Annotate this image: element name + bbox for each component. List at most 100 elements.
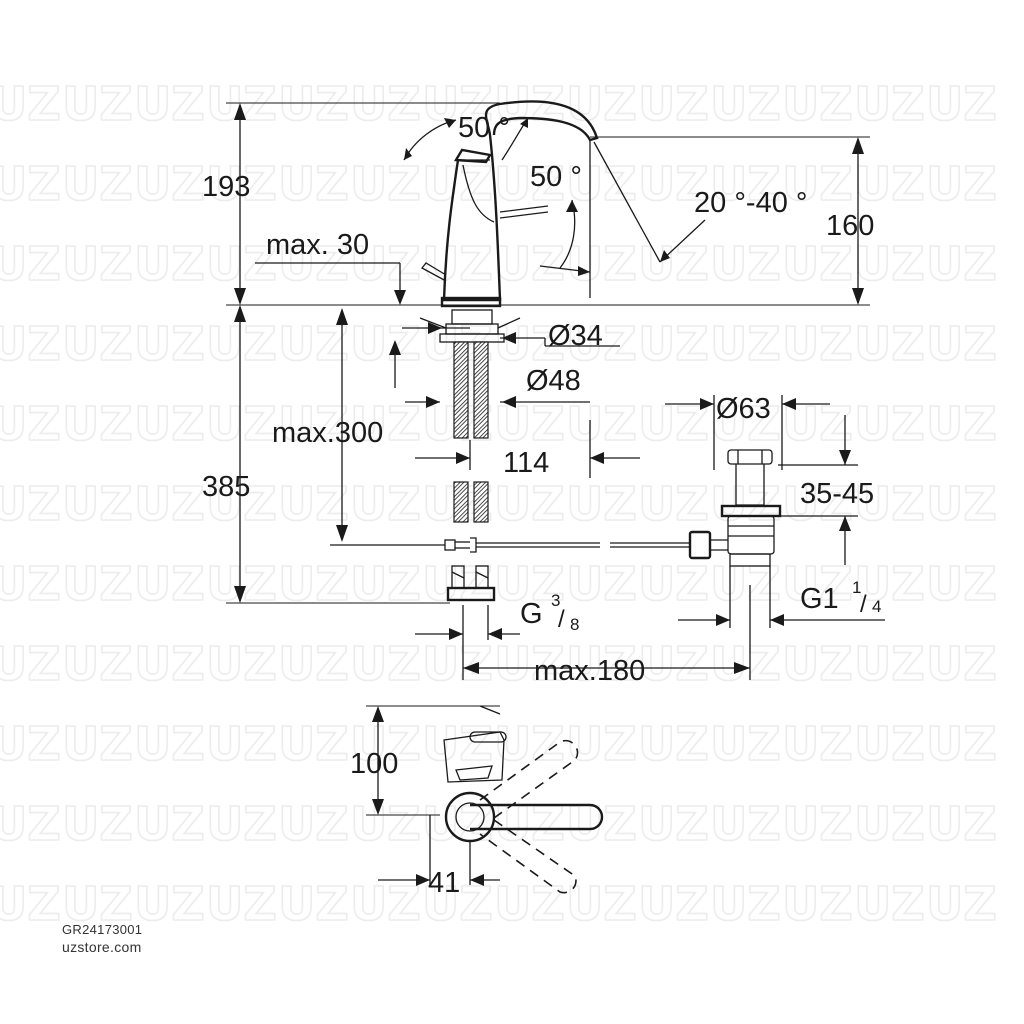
watermark-mark: UZ bbox=[566, 317, 637, 371]
watermark-mark: UZ bbox=[854, 877, 925, 931]
faucet-side-view bbox=[226, 100, 870, 308]
label-connection-main: G bbox=[520, 598, 543, 630]
watermark-mark: UZ bbox=[494, 157, 565, 211]
watermark-mark: UZ bbox=[350, 477, 421, 531]
watermark-mark: UZ bbox=[854, 477, 925, 531]
watermark-mark: UZ bbox=[638, 557, 709, 611]
watermark-mark: UZ bbox=[350, 157, 421, 211]
watermark-mark: UZ bbox=[494, 557, 565, 611]
watermark-mark: UZ bbox=[0, 797, 61, 851]
watermark-mark: UZ bbox=[854, 317, 925, 371]
watermark-mark: UZ bbox=[638, 77, 709, 131]
watermark-mark: UZ bbox=[0, 77, 61, 131]
label-base-to-waste: 114 bbox=[503, 447, 549, 479]
watermark-mark: UZ bbox=[134, 77, 205, 131]
watermark-mark: UZ bbox=[638, 877, 709, 931]
watermark-mark: UZ bbox=[206, 397, 277, 451]
watermark-mark: UZ bbox=[134, 717, 205, 771]
watermark-mark: UZ bbox=[206, 637, 277, 691]
label-connection-den: 8 bbox=[570, 615, 579, 634]
watermark-mark: UZ bbox=[710, 877, 781, 931]
watermark-mark: UZ bbox=[62, 317, 133, 371]
watermark-mark: UZ bbox=[0, 477, 61, 531]
watermark-mark: UZ bbox=[566, 77, 637, 131]
watermark-mark: UZ bbox=[926, 397, 997, 451]
watermark-mark: UZ bbox=[566, 557, 637, 611]
watermark-mark: UZ bbox=[0, 317, 61, 371]
label-spout-height: 160 bbox=[826, 210, 874, 242]
watermark-mark: UZ bbox=[278, 317, 349, 371]
watermark-mark: UZ bbox=[278, 877, 349, 931]
watermark-mark: UZ bbox=[710, 157, 781, 211]
watermark-mark: UZ bbox=[0, 157, 61, 211]
watermark-mark: UZ bbox=[278, 477, 349, 531]
store-link[interactable]: uzstore.com bbox=[62, 939, 142, 955]
watermark-mark: UZ bbox=[206, 317, 277, 371]
watermark-mark: UZ bbox=[62, 637, 133, 691]
label-waste-thread: G1 1 / 4 bbox=[800, 578, 881, 618]
watermark-mark: UZ bbox=[566, 717, 637, 771]
watermark-mark: UZ bbox=[350, 797, 421, 851]
watermark-mark: UZ bbox=[350, 397, 421, 451]
watermark-mark: UZ bbox=[566, 397, 637, 451]
watermark-mark: UZ bbox=[782, 77, 853, 131]
label-waste-adjust: 35-45 bbox=[800, 478, 874, 510]
watermark-mark: UZ bbox=[494, 637, 565, 691]
watermark-mark: UZ bbox=[854, 717, 925, 771]
faucet-top-view bbox=[366, 705, 604, 894]
watermark-mark: UZ bbox=[638, 637, 709, 691]
watermark-mark: UZ bbox=[638, 237, 709, 291]
watermark-mark: UZ bbox=[638, 397, 709, 451]
watermark-mark: UZ bbox=[0, 557, 61, 611]
watermark-mark: UZ bbox=[494, 717, 565, 771]
watermark-mark: UZ bbox=[278, 797, 349, 851]
watermark-mark: UZ bbox=[62, 717, 133, 771]
label-lever-angle-up: 50 ° bbox=[458, 112, 510, 144]
watermark-mark: UZ bbox=[926, 477, 997, 531]
watermark-mark: UZ bbox=[854, 557, 925, 611]
watermark-mark: UZ bbox=[62, 237, 133, 291]
watermark-mark: UZ bbox=[0, 877, 61, 931]
watermark-mark: UZ bbox=[206, 877, 277, 931]
watermark-mark: UZ bbox=[926, 317, 997, 371]
watermark-mark: UZ bbox=[926, 77, 997, 131]
label-total-height: 193 bbox=[202, 171, 250, 203]
label-top-view-offset: 41 bbox=[428, 867, 460, 899]
watermark-mark: UZ bbox=[782, 797, 853, 851]
watermark-mark: UZ bbox=[494, 877, 565, 931]
watermark-mark: UZ bbox=[134, 317, 205, 371]
watermark-mark: UZ bbox=[638, 477, 709, 531]
watermark-mark: UZ bbox=[0, 397, 61, 451]
watermark-mark: UZ bbox=[710, 397, 781, 451]
watermark-mark: UZ bbox=[0, 637, 61, 691]
watermark-mark: UZ bbox=[350, 77, 421, 131]
watermark-mark: UZ bbox=[62, 797, 133, 851]
watermark-mark: UZ bbox=[62, 397, 133, 451]
watermark-mark: UZ bbox=[62, 877, 133, 931]
watermark-mark: UZ bbox=[566, 157, 637, 211]
watermark-mark: UZ bbox=[782, 877, 853, 931]
watermark-mark: UZ bbox=[926, 877, 997, 931]
watermark-mark: UZ bbox=[206, 77, 277, 131]
watermark-mark: UZ bbox=[62, 157, 133, 211]
watermark-mark: UZ bbox=[710, 237, 781, 291]
watermark-mark: UZ bbox=[278, 397, 349, 451]
watermark-mark: UZ bbox=[566, 237, 637, 291]
watermark-mark: UZ bbox=[422, 877, 493, 931]
label-waste-head-diameter: Ø63 bbox=[716, 393, 771, 425]
watermark-mark: UZ bbox=[206, 157, 277, 211]
watermark-mark: UZ bbox=[134, 157, 205, 211]
label-connection-num: 3 bbox=[551, 591, 560, 610]
watermark-mark: UZ bbox=[350, 317, 421, 371]
label-below-deck: 385 bbox=[202, 471, 250, 503]
watermark-mark: UZ bbox=[350, 637, 421, 691]
watermark-mark: UZ bbox=[134, 397, 205, 451]
watermark-mark: UZ bbox=[782, 557, 853, 611]
label-top-view-depth: 100 bbox=[350, 748, 398, 780]
watermark-mark: UZ bbox=[926, 157, 997, 211]
watermark-mark: UZ bbox=[134, 557, 205, 611]
watermark-mark: UZ bbox=[350, 717, 421, 771]
watermark-mark: UZ bbox=[206, 237, 277, 291]
watermark-mark: UZ bbox=[710, 797, 781, 851]
